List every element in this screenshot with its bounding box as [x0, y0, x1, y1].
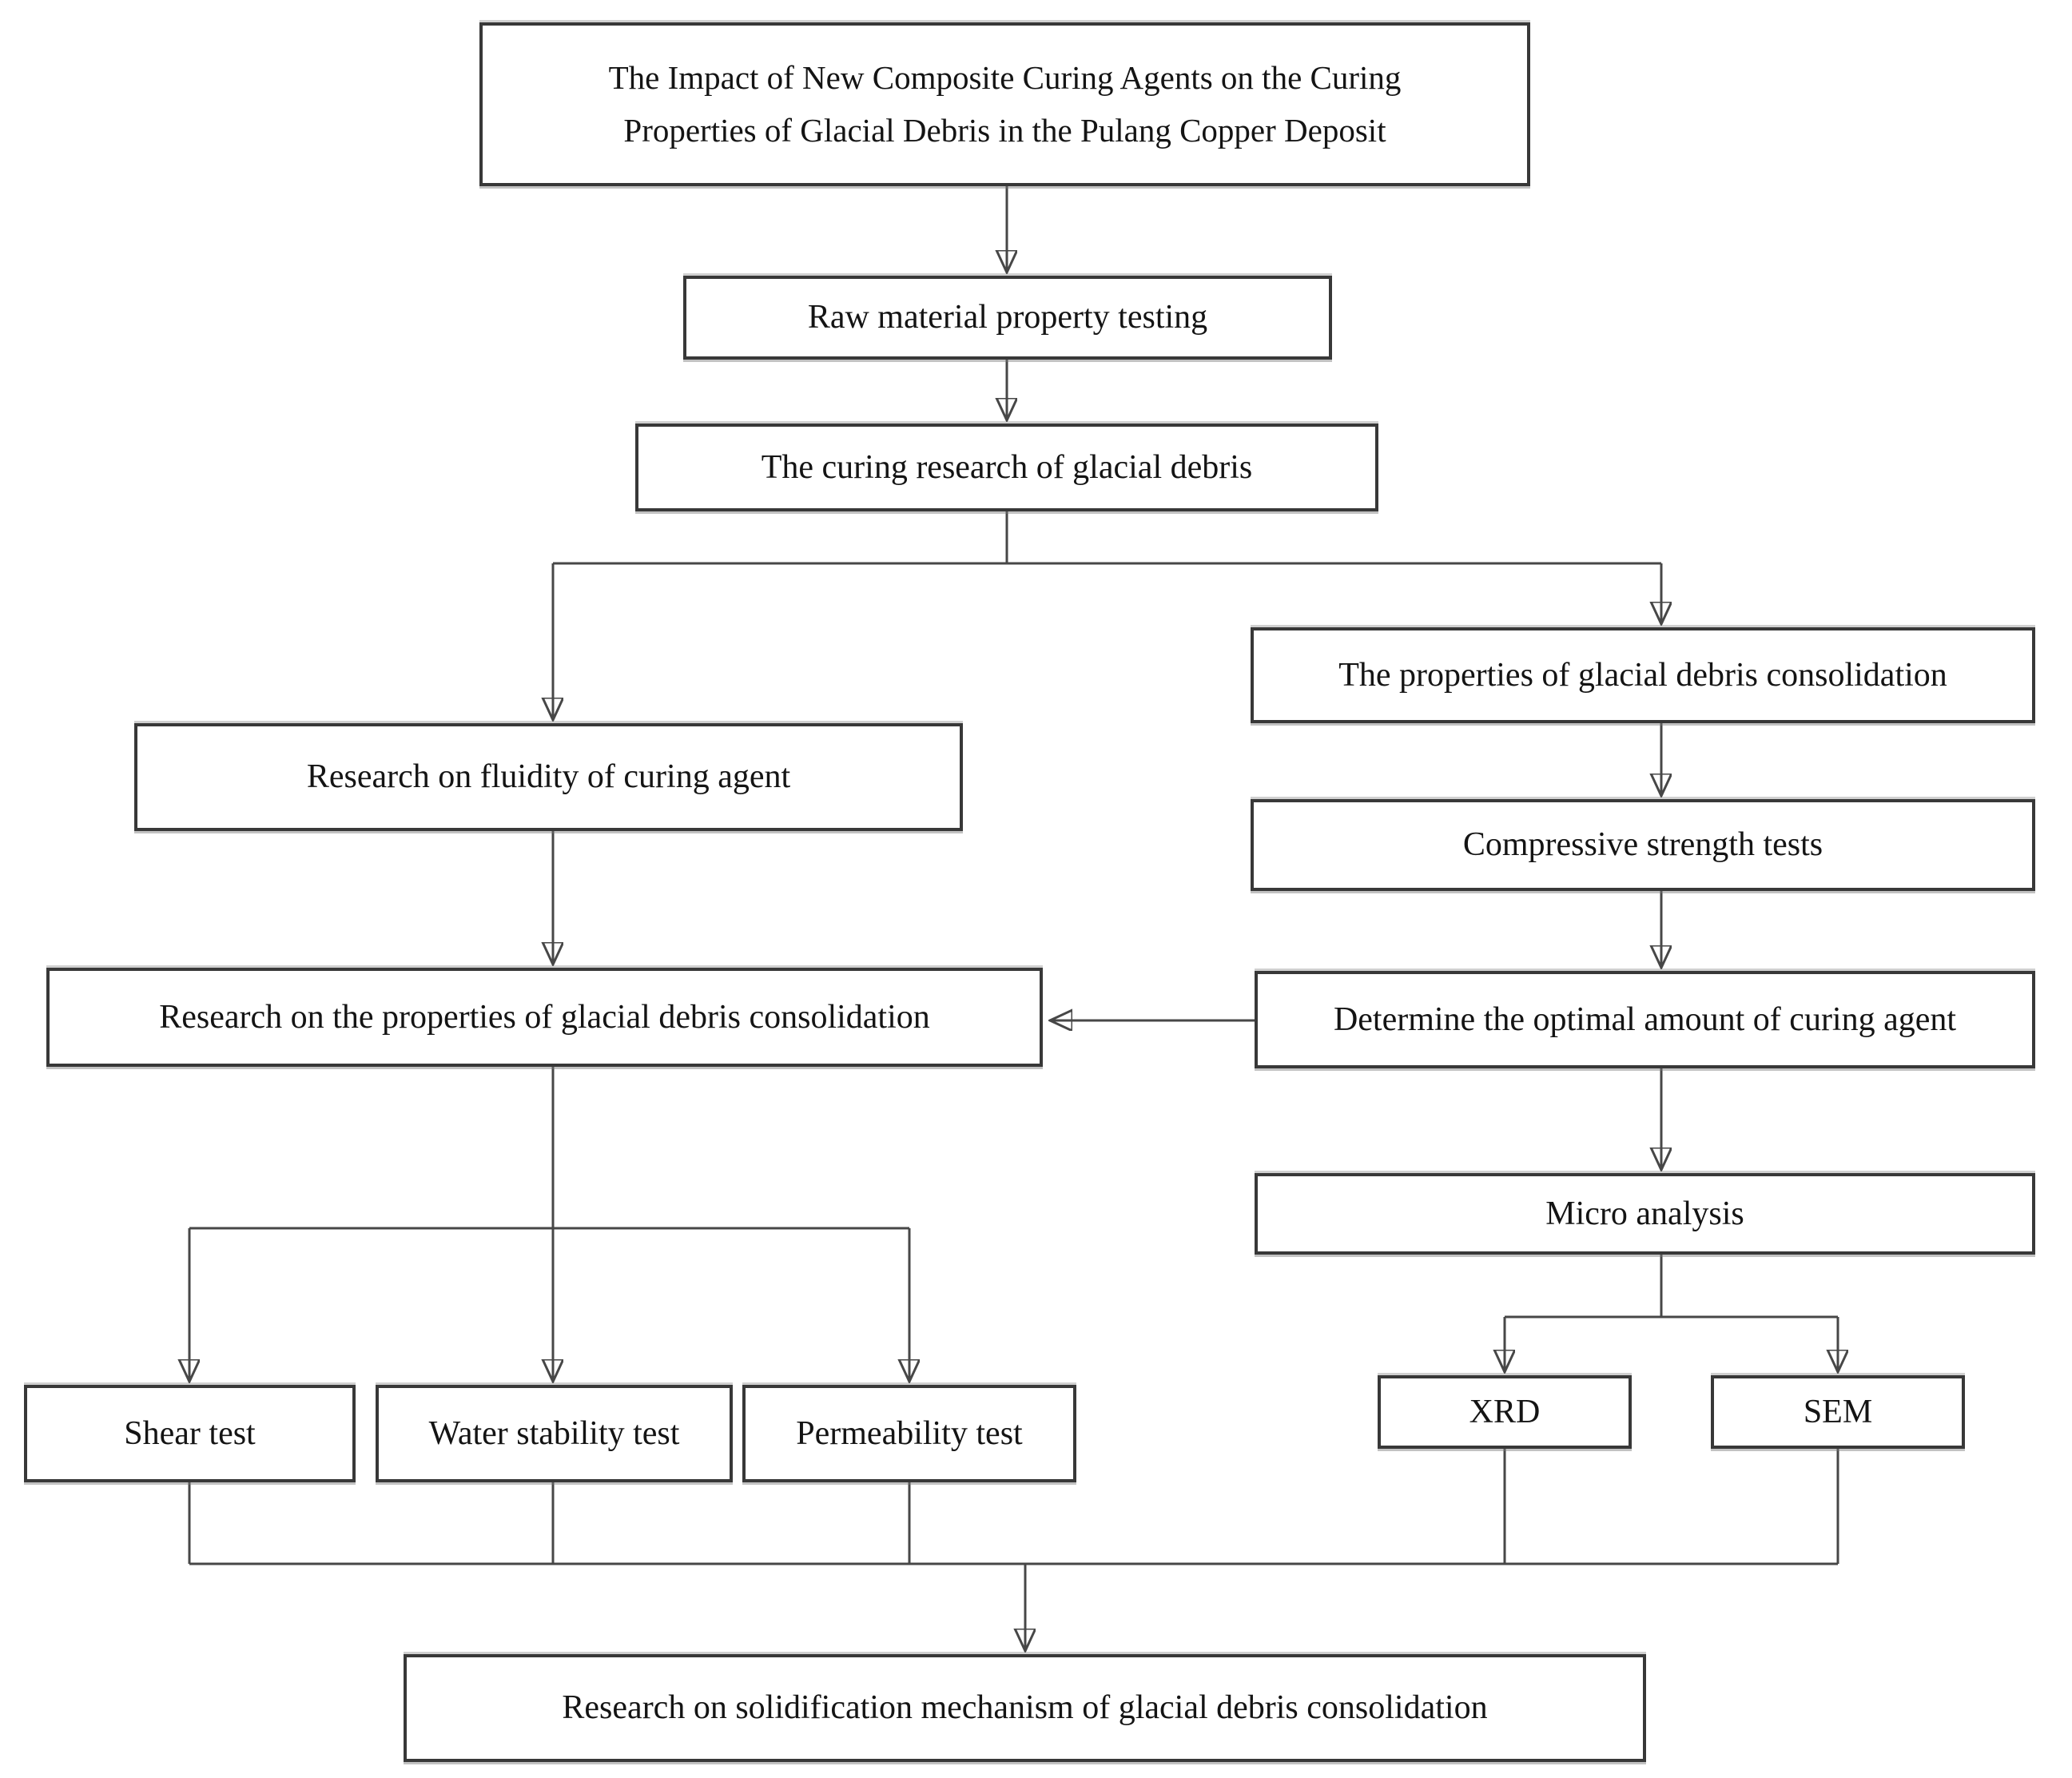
- node-title-label: The Impact of New Composite Curing Agent…: [609, 52, 1402, 157]
- node-label: Determine the optimal amount of curing a…: [1333, 1000, 1957, 1038]
- node-solidification-mechanism: Research on solidification mechanism of …: [404, 1654, 1646, 1762]
- node-fluidity-research: Research on fluidity of curing agent: [134, 723, 963, 831]
- node-xrd: XRD: [1378, 1375, 1632, 1449]
- node-label: Research on solidification mechanism of …: [562, 1689, 1488, 1727]
- node-label: Research on fluidity of curing agent: [306, 758, 791, 796]
- node-micro-analysis: Micro analysis: [1255, 1173, 2035, 1255]
- node-label: Research on the properties of glacial de…: [159, 998, 930, 1036]
- node-sem: SEM: [1711, 1375, 1965, 1449]
- node-label: SEM: [1803, 1393, 1873, 1430]
- node-label: Compressive strength tests: [1462, 826, 1823, 864]
- node-label: The properties of glacial debris consoli…: [1338, 656, 1947, 694]
- node-permeability-test: Permeability test: [742, 1385, 1076, 1482]
- node-label: Micro analysis: [1545, 1195, 1744, 1232]
- node-curing-research: The curing research of glacial debris: [635, 424, 1378, 511]
- node-label: Shear test: [124, 1414, 256, 1452]
- node-title: The Impact of New Composite Curing Agent…: [479, 22, 1530, 186]
- node-compressive-strength-tests: Compressive strength tests: [1251, 799, 2035, 891]
- node-shear-test: Shear test: [24, 1385, 356, 1482]
- node-raw-material-testing: Raw material property testing: [683, 276, 1332, 360]
- node-research-consolidation-properties: Research on the properties of glacial de…: [46, 968, 1043, 1067]
- node-water-stability-test: Water stability test: [376, 1385, 733, 1482]
- node-determine-optimal-amount: Determine the optimal amount of curing a…: [1255, 971, 2035, 1068]
- node-label: XRD: [1469, 1393, 1541, 1430]
- node-label: Water stability test: [428, 1414, 680, 1452]
- node-debris-consolidation-properties: The properties of glacial debris consoli…: [1251, 627, 2035, 723]
- title-line-1: The Impact of New Composite Curing Agent…: [608, 58, 1402, 96]
- node-label: Raw material property testing: [807, 299, 1208, 336]
- node-label: Permeability test: [796, 1414, 1023, 1452]
- title-line-2: Properties of Glacial Debris in the Pula…: [623, 111, 1386, 149]
- node-label: The curing research of glacial debris: [761, 448, 1253, 486]
